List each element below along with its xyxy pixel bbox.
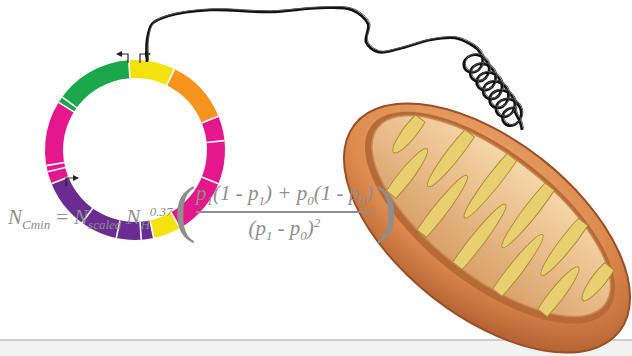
crista — [416, 171, 472, 238]
mtdna-ring — [45, 60, 225, 240]
dna-strand — [148, 6, 523, 128]
crista — [388, 114, 426, 157]
gene-segment — [59, 60, 130, 112]
formula-term: 0 — [359, 193, 366, 208]
gene-boundary — [46, 163, 64, 166]
mitochondrion — [300, 55, 632, 356]
crista — [537, 263, 584, 317]
gene-segment — [45, 102, 74, 183]
promoter-arrows — [66, 54, 150, 186]
formula-term: ) — [307, 216, 314, 240]
formula-term: N — [126, 205, 140, 229]
crista — [423, 129, 476, 191]
crista — [492, 230, 548, 297]
formula-term: ) — [366, 181, 373, 205]
formula-bracket: ) — [376, 173, 397, 244]
formula-term: - p — [277, 216, 300, 240]
formula-term: ) + p — [265, 181, 307, 205]
formula-term: 0 — [307, 193, 314, 208]
crista — [536, 218, 589, 280]
formula-bracket: ( — [175, 173, 196, 244]
formula-term: N — [8, 205, 22, 229]
formula-part: NCmin=NscaledNH0.37 — [8, 204, 173, 232]
formula-term: 1 — [259, 193, 266, 208]
formula-term: 1 — [207, 193, 214, 208]
formula-term: (1 - p — [213, 181, 259, 205]
formula-term: (1 - p — [314, 181, 360, 205]
gene-segment — [129, 60, 175, 85]
fraction-bar — [196, 211, 373, 213]
formula-part: ) — [376, 177, 397, 241]
formula-term: p — [196, 181, 207, 205]
formula-term: H — [140, 217, 149, 232]
formula-term: = — [56, 205, 68, 229]
gene-boundary — [167, 69, 175, 85]
formula-term: 1 — [266, 228, 273, 243]
formula-term: 2 — [314, 215, 321, 230]
formula-term: Cmin — [22, 217, 50, 232]
formula-term: (p — [248, 216, 266, 240]
formula-term: N — [74, 205, 88, 229]
formula-part: ( — [175, 177, 196, 241]
gene-boundary — [62, 97, 77, 108]
gene-boundary — [207, 141, 225, 143]
crista — [452, 200, 511, 270]
formula-term: 0.37 — [150, 204, 173, 219]
gene-segment — [52, 177, 154, 240]
crista — [459, 153, 517, 222]
formula-term: scaled — [88, 217, 121, 232]
crista — [497, 182, 555, 251]
formula-part: p1(1 - p1) + p0(1 - p0) — [196, 181, 373, 208]
gene-boundary — [150, 220, 154, 238]
gene-boundary — [202, 116, 219, 123]
gene-segment — [167, 69, 219, 123]
gene-boundary — [48, 167, 65, 171]
gene-boundary — [129, 60, 130, 78]
dna-strand — [147, 6, 524, 130]
crista — [577, 262, 615, 305]
dna-strand — [147, 8, 522, 130]
formula-term: 0 — [300, 228, 307, 243]
formula-part: (p1 - p0)2 — [248, 215, 320, 243]
